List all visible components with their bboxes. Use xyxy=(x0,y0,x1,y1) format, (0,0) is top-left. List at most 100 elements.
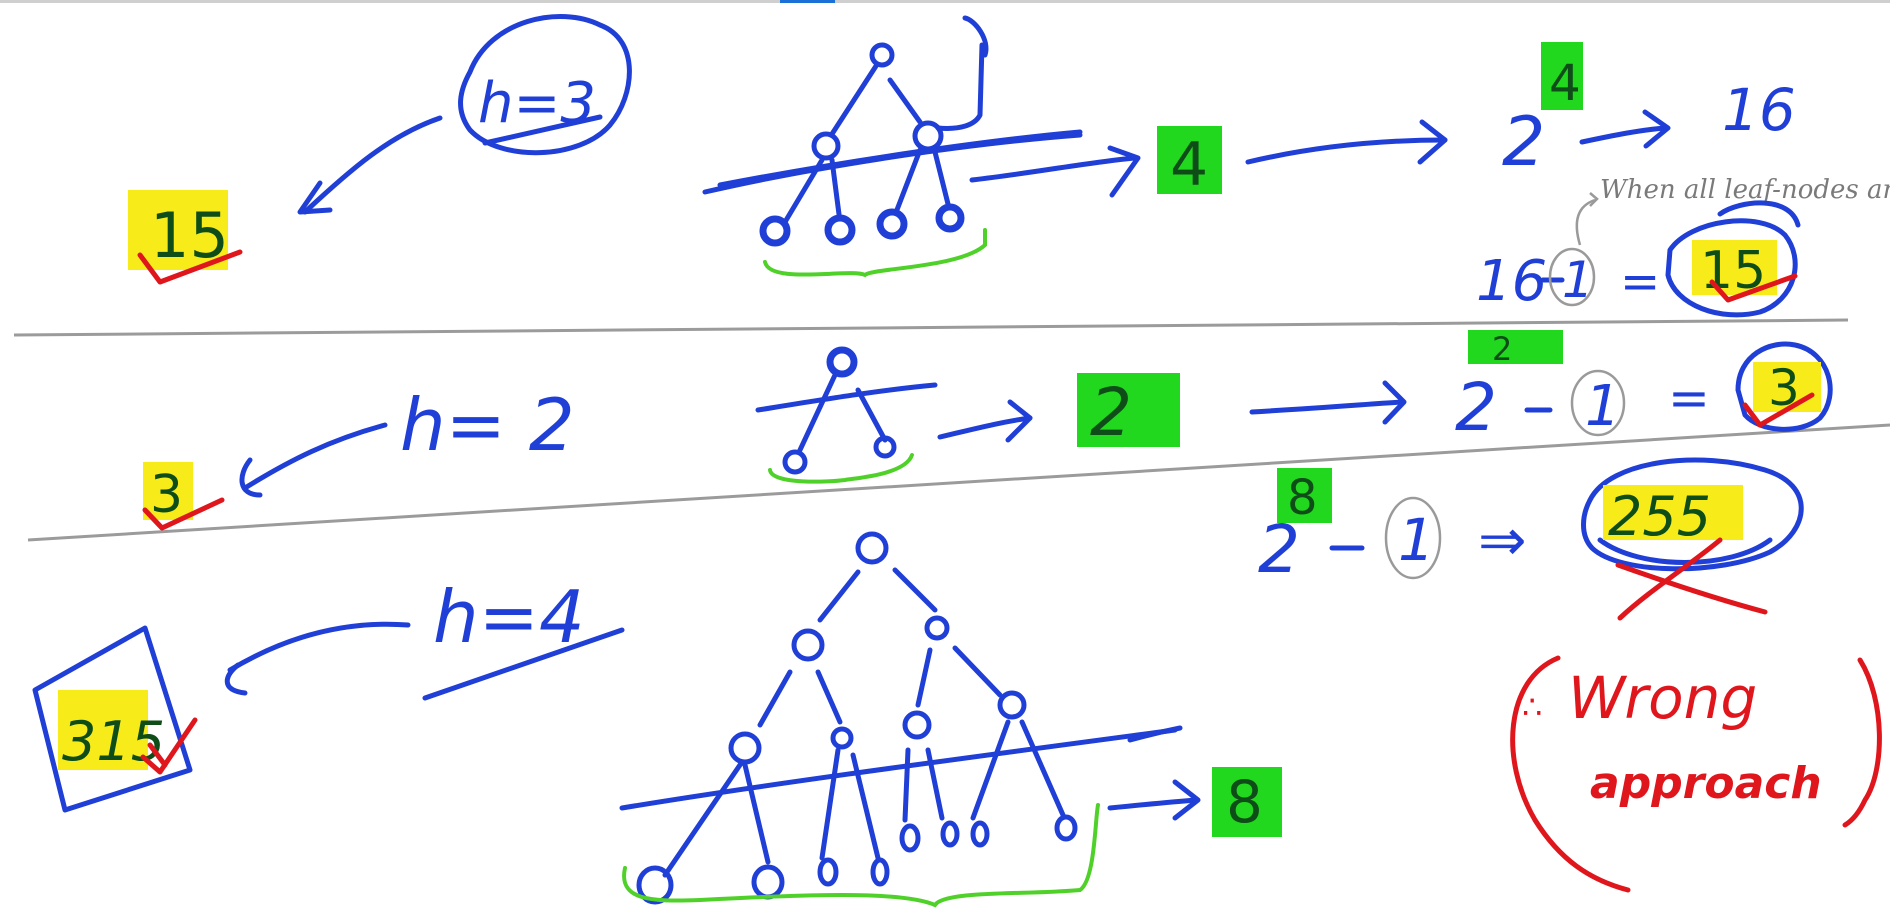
wrong-approach-therefore: ∴ xyxy=(1522,688,1542,726)
tree-leaf xyxy=(873,435,897,459)
top-border xyxy=(0,0,1890,3)
row2-equals: = xyxy=(1668,369,1710,427)
row3-minus-one: 1 xyxy=(1398,506,1435,574)
row1-minus-one-circle xyxy=(1548,247,1596,307)
row2-leaf-brace xyxy=(768,453,914,484)
row1-height-bubble: h=3 xyxy=(458,13,632,156)
tree-leaf xyxy=(1054,814,1078,842)
row1-power-exponent: 4 xyxy=(1549,54,1581,112)
tree-node xyxy=(728,731,762,765)
row1-note: When all leaf-nodes are not present xyxy=(1575,175,1890,246)
tree-leaf xyxy=(759,215,791,247)
row3-height-label: h=4 xyxy=(433,575,585,659)
row1-check-mark xyxy=(137,249,243,285)
row3-wrong-result: 255 xyxy=(1608,485,1711,548)
separator-line-2 xyxy=(27,423,1890,542)
row1-eq-left: 16 xyxy=(1476,249,1547,314)
row1-arrow-to-value xyxy=(1579,109,1671,149)
wrong-approach-subtitle: approach xyxy=(1590,758,1822,809)
tree-leaf xyxy=(870,857,890,887)
tree-node xyxy=(869,42,895,68)
row1-power-value: 16 xyxy=(1722,76,1796,144)
tree-leaf xyxy=(876,208,908,240)
tree-leaf xyxy=(751,864,785,900)
row1-leaf-brace xyxy=(763,228,987,278)
row2-power-exponent: 2 xyxy=(1492,330,1512,368)
row3-result-highlight xyxy=(58,690,148,770)
tree-node xyxy=(791,628,825,662)
row2-result-circle xyxy=(1735,341,1833,432)
row2-arrow-to-power xyxy=(1249,380,1407,425)
row2-eq-result-highlight xyxy=(1753,362,1821,412)
row3-power-exponent: 8 xyxy=(1287,470,1318,526)
row3-tree xyxy=(619,531,1183,908)
row1-exponent-highlight xyxy=(1541,42,1583,110)
row3-result-box xyxy=(32,625,193,813)
row2-arrow-to-count xyxy=(937,399,1033,443)
wrong-approach-right-paren xyxy=(1842,657,1882,828)
row3-arrow-to-count xyxy=(1107,779,1201,821)
row3-power-base: 2 xyxy=(1258,511,1300,588)
tree-leaf xyxy=(636,865,674,905)
row2-check-mark xyxy=(142,497,225,531)
row2: h= 2 3 2 2 2 xyxy=(142,330,1833,531)
row3-cross-mark xyxy=(1617,537,1723,621)
row2-minus-one: 1 xyxy=(1585,374,1621,439)
row1-power-base: 2 xyxy=(1502,103,1545,182)
tree-leaf xyxy=(935,203,965,233)
row1-left-arrow xyxy=(297,115,443,215)
row1-note-text: When all leaf-nodes are not present xyxy=(1600,175,1890,205)
row1-tree xyxy=(702,15,1083,278)
row2-result-highlight xyxy=(143,462,193,520)
row1-count-highlight xyxy=(1157,126,1222,194)
row1-arrow-to-power xyxy=(1245,119,1448,165)
row2-leaf-count: 2 xyxy=(1090,374,1132,451)
row2-count-highlight xyxy=(1077,373,1180,447)
row1-eq-minus-one: 1 xyxy=(1562,251,1594,309)
tree-leaf xyxy=(970,820,990,848)
tree-leaf xyxy=(940,820,960,848)
separator-line-1 xyxy=(13,318,1849,337)
row2-minus-one-circle xyxy=(1570,369,1626,437)
row3-check-mark xyxy=(140,717,198,775)
tree-node xyxy=(902,710,932,740)
wrong-approach-title: Wrong xyxy=(1568,664,1757,732)
row3-exponent-highlight xyxy=(1277,468,1332,523)
row1-arrow-to-count xyxy=(969,145,1141,198)
row2-eq-check-mark xyxy=(1742,392,1815,428)
row3-leaf-count: 8 xyxy=(1226,768,1263,836)
row1: h=3 15 xyxy=(128,13,1890,318)
row3-leaf-brace xyxy=(622,803,1100,908)
row3-wrong-result-circle xyxy=(1581,457,1804,572)
row2-height-label: h= 2 xyxy=(400,383,575,467)
row3-arrow: ⇒ xyxy=(1478,506,1527,574)
tree-leaf xyxy=(824,214,856,246)
tree-node xyxy=(924,615,950,641)
tree-leaf xyxy=(817,857,839,887)
row2-result-value: 3 xyxy=(150,465,183,525)
row3-cross-mark xyxy=(1615,562,1768,615)
wrong-approach-left-paren xyxy=(1510,655,1631,893)
row2-tree xyxy=(755,346,938,484)
tree-node xyxy=(811,131,841,161)
tree-node xyxy=(855,531,889,565)
row1-leaf-count: 4 xyxy=(1170,130,1208,200)
row1-result-highlight xyxy=(128,190,228,270)
row3-minus-one-circle xyxy=(1384,496,1442,580)
row1-height-label: h=3 xyxy=(478,71,596,136)
row3-left-arrow xyxy=(224,621,411,696)
tree-leaf xyxy=(899,823,921,853)
row2-power-base: 2 xyxy=(1455,369,1497,446)
row1-result: 15 xyxy=(128,190,243,285)
row1-eq-check-mark xyxy=(1709,273,1798,303)
row1-eq-equals: = xyxy=(1620,254,1660,310)
row2-left-arrow xyxy=(239,422,388,498)
row3-count-highlight xyxy=(1212,767,1282,837)
row3: 8 2 1 ⇒ 255 h=4 315 xyxy=(32,457,1882,908)
tree-leaf xyxy=(782,449,808,475)
row2-exponent-highlight xyxy=(1468,330,1563,364)
top-border-accent xyxy=(780,0,835,3)
row3-wrong-result-highlight xyxy=(1603,485,1743,540)
